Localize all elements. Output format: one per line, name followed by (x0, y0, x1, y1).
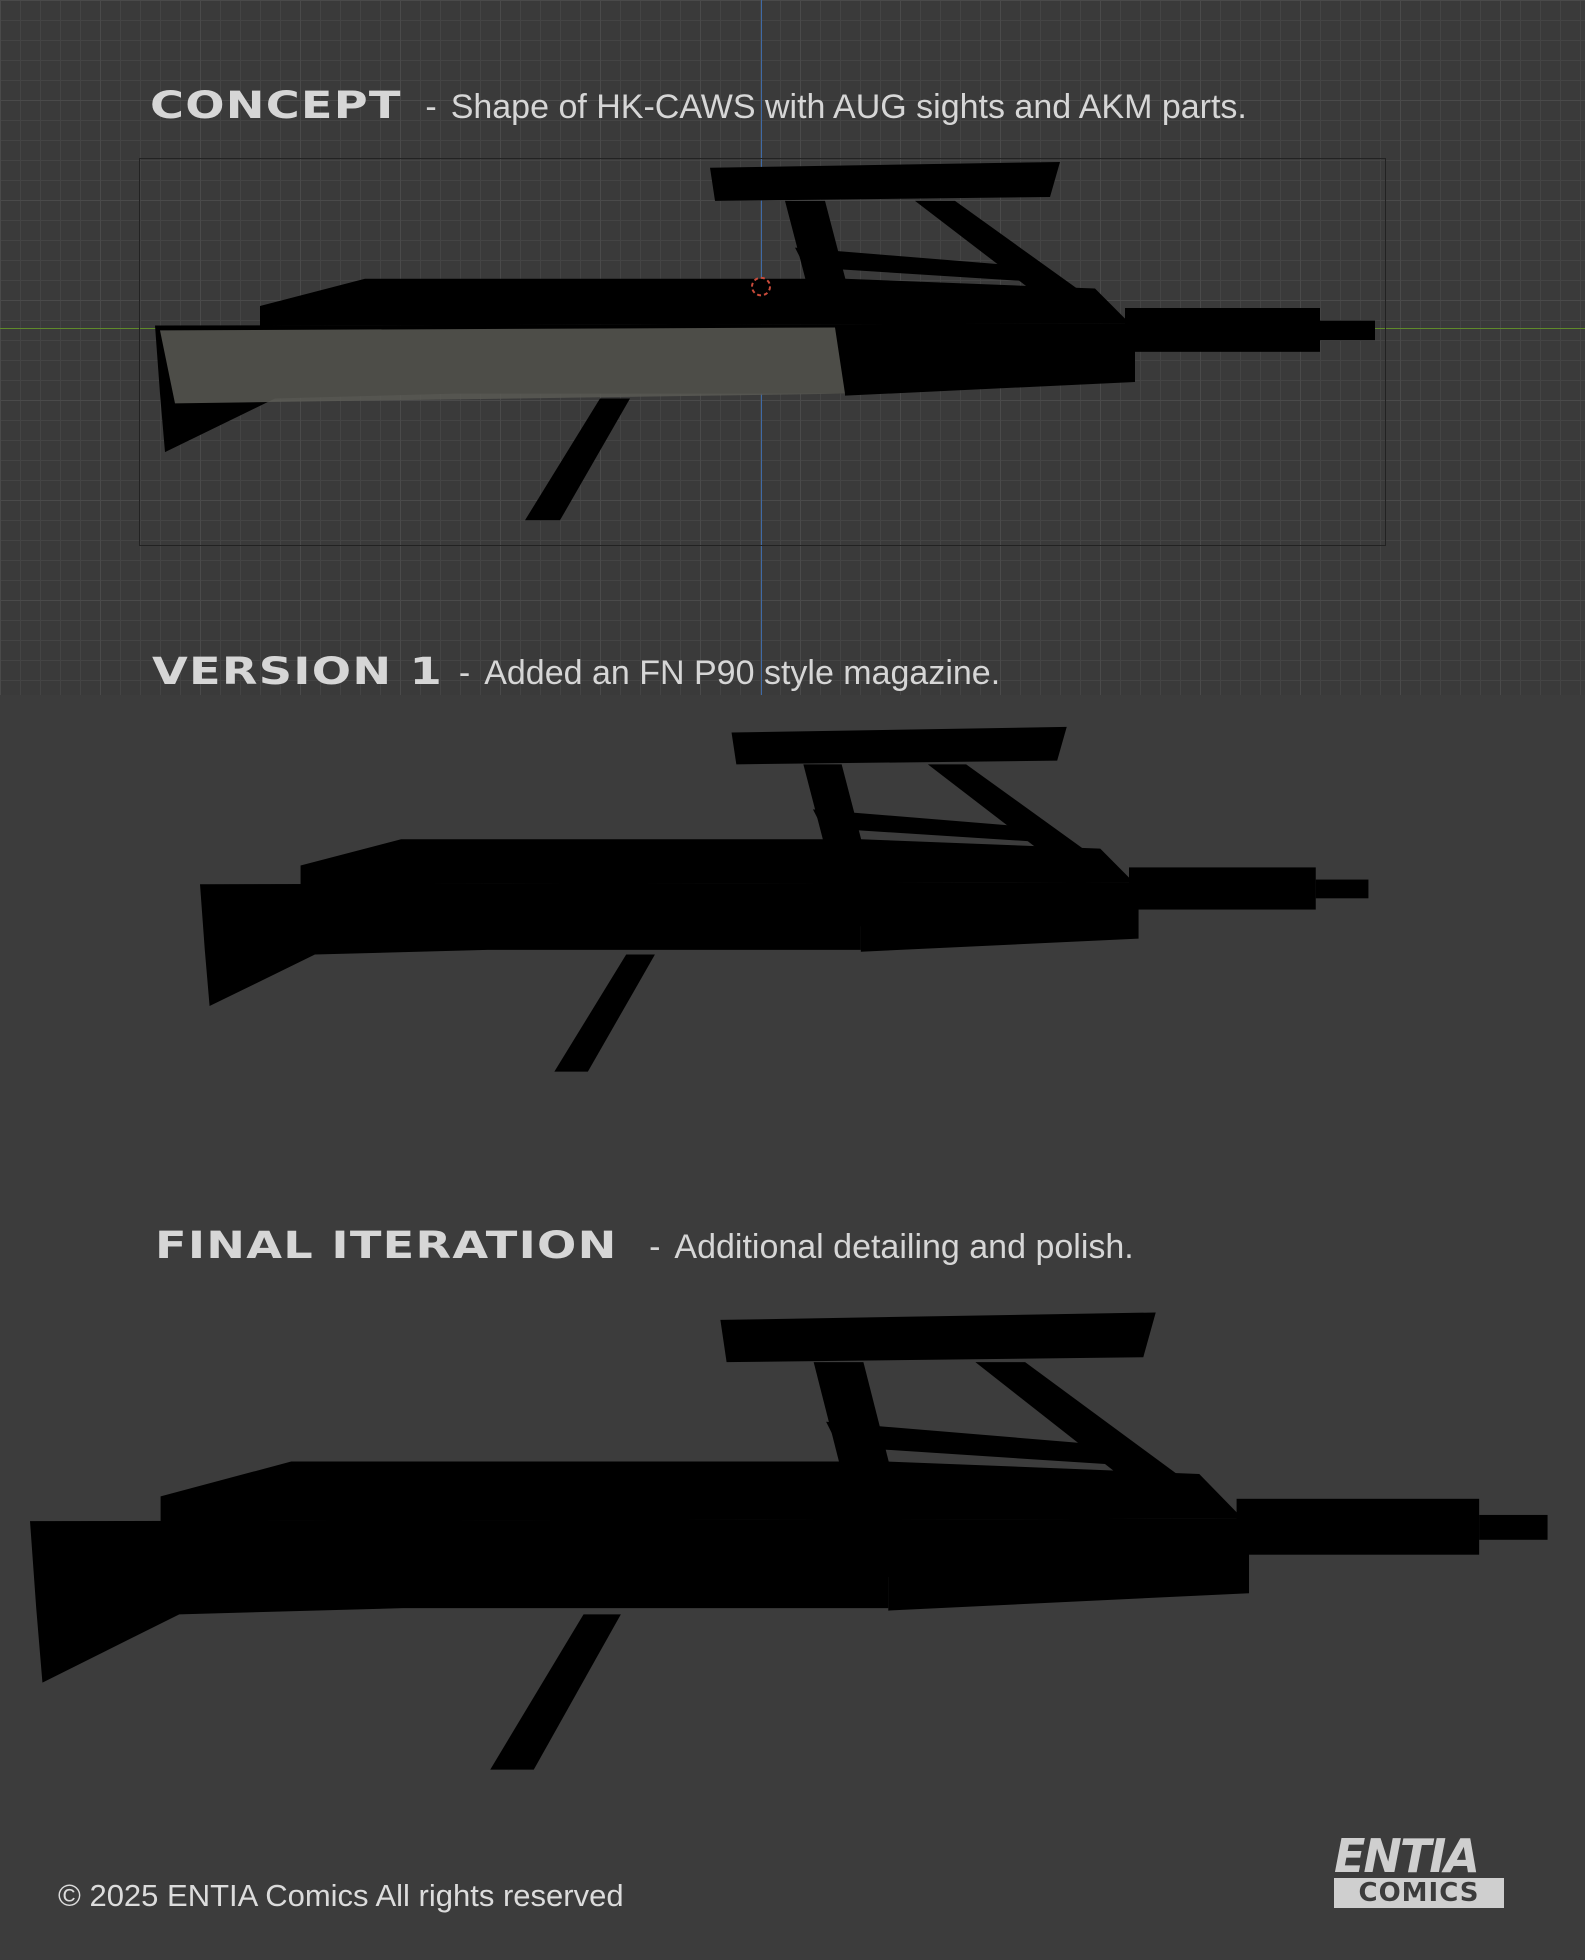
version1-title: VERSION 1 (152, 650, 444, 693)
version1-heading: VERSION 1 - Added an FN P90 style magazi… (152, 650, 1000, 693)
separator: - (458, 654, 471, 692)
final-heading: FINAL ITERATION - Additional detailing a… (155, 1224, 1134, 1267)
reference-image-frame (139, 158, 1386, 546)
concept-title: CONCEPT (150, 84, 402, 127)
separator: - (649, 1228, 661, 1266)
final-description: Additional detailing and polish. (674, 1228, 1134, 1266)
copyright-text: © 2025 ENTIA Comics All rights reserved (58, 1878, 624, 1913)
version1-description: Added an FN P90 style magazine. (484, 654, 1001, 692)
concept-heading: CONCEPT - Shape of HK-CAWS with AUG sigh… (150, 84, 1247, 127)
concept-description: Shape of HK-CAWS with AUG sights and AKM… (450, 88, 1247, 126)
logo-top-text: ENTIA (1334, 1829, 1480, 1883)
separator: - (425, 88, 437, 126)
final-rifle-model: .g2 .p{fill:#b6b6b6;stroke:#8a8a8a;strok… (30, 1312, 1548, 1770)
logo-bottom-text: COMICS (1334, 1878, 1504, 1908)
entia-comics-logo: ENTIA COMICS (1334, 1829, 1504, 1908)
version1-rifle-model: .g1 .p{fill:#b9b9b9;stroke:#8a8a8a;strok… (200, 726, 1369, 1072)
final-title: FINAL ITERATION (155, 1224, 618, 1267)
concept-rifle-image: .cg .p{fill:#2f3034;stroke:#1b1b1d;strok… (155, 161, 1375, 521)
